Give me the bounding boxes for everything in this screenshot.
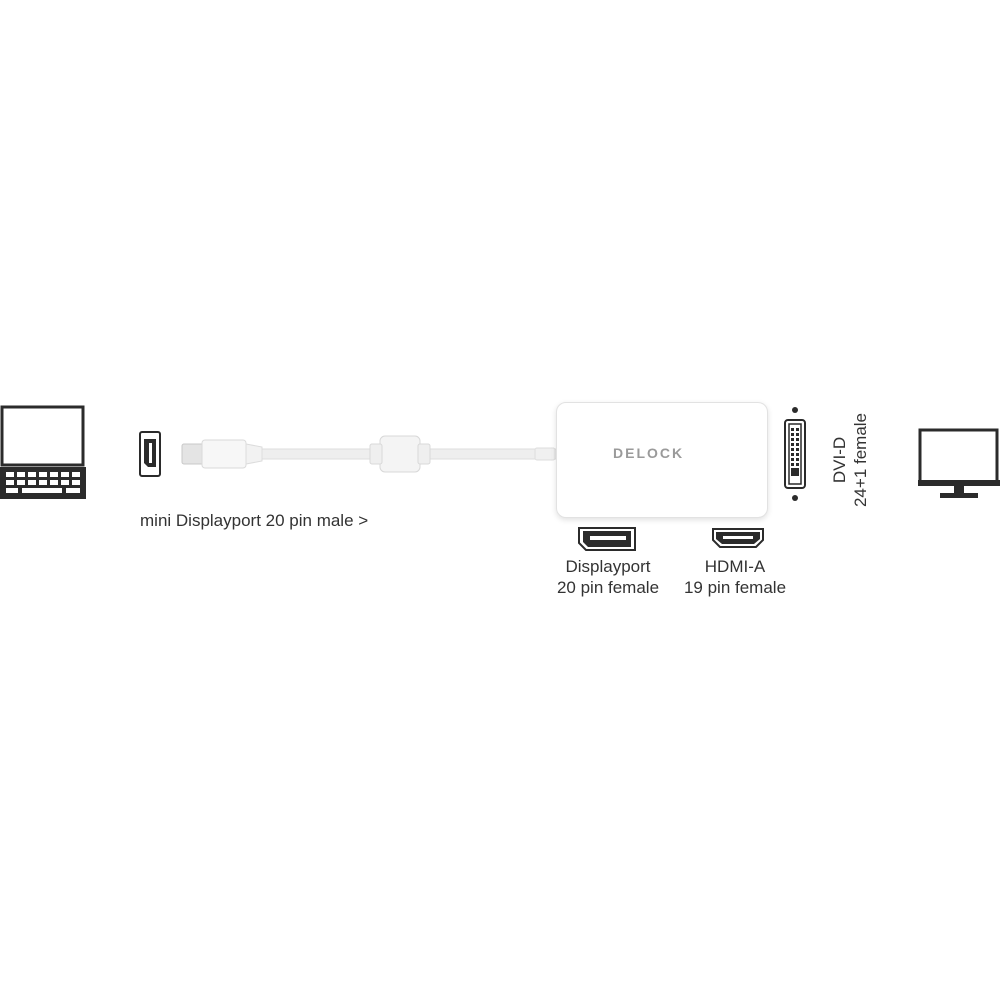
dvi-label-line1: DVI-D <box>830 436 849 484</box>
displayport-port-icon <box>578 527 636 551</box>
dvi-label-line2: 24+1 female <box>851 412 870 508</box>
dvi-port-icon <box>784 407 806 501</box>
adapter-body: DELOCK <box>556 402 768 518</box>
mini-displayport-port-icon <box>139 431 161 477</box>
hdmi-port-icon <box>712 528 764 548</box>
displayport-label-line2: 20 pin female <box>556 578 660 597</box>
displayport-label-line1: Displayport <box>565 557 651 576</box>
brand-logo: DELOCK <box>613 445 685 461</box>
hdmi-label-line2: 19 pin female <box>683 578 787 597</box>
laptop-icon <box>0 405 86 499</box>
hdmi-label: HDMI-A 19 pin female <box>684 556 786 598</box>
monitor-icon <box>918 428 1000 498</box>
mini-displayport-label: mini Displayport 20 pin male > <box>140 511 369 530</box>
adapter-cable <box>181 435 563 473</box>
hdmi-label-line1: HDMI-A <box>704 557 766 576</box>
displayport-label: Displayport 20 pin female <box>557 556 659 598</box>
dvi-label: DVI-D 24+1 female <box>829 413 871 507</box>
